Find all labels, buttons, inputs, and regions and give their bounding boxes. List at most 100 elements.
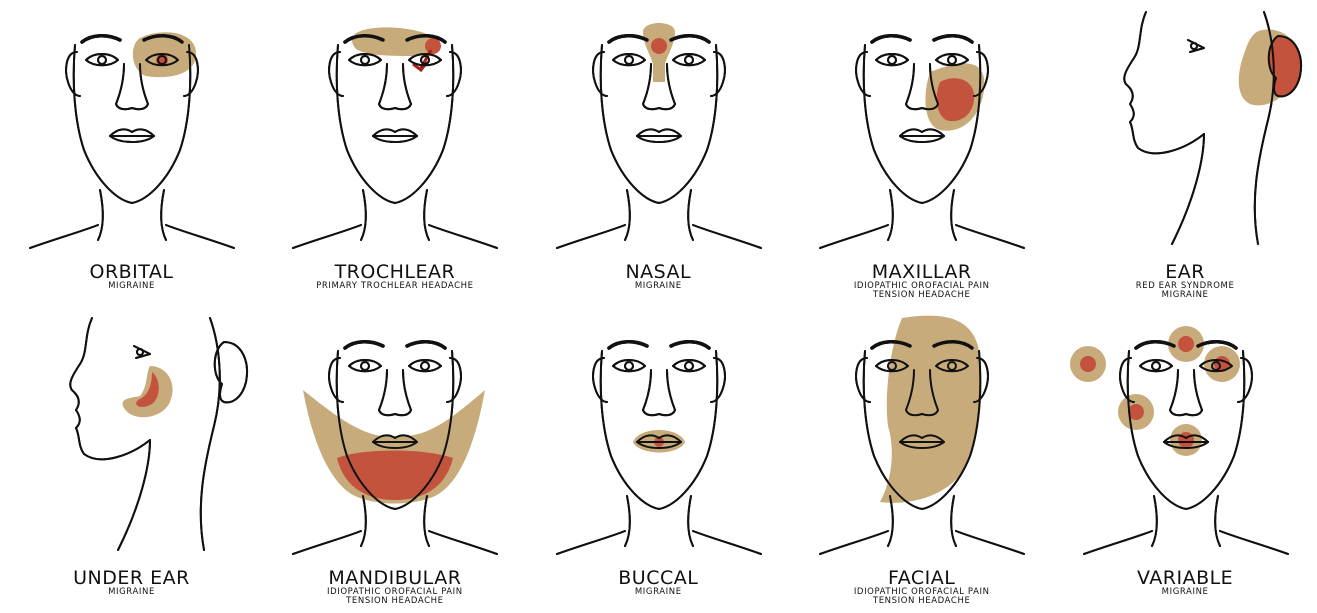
face-line [906, 64, 922, 109]
face-line [609, 342, 647, 348]
face-line [688, 190, 693, 240]
panel-title: VARIABLE [1054, 568, 1317, 588]
face-line [425, 496, 430, 546]
face-line [161, 190, 166, 240]
face-line [361, 190, 366, 240]
profile-line [70, 318, 150, 459]
face-line [116, 64, 132, 109]
face-outline [293, 36, 497, 248]
panel-caption: MANDIBULARIDIOPATHIC OROFACIAL PAINTENSI… [263, 568, 526, 606]
face-line [888, 190, 893, 240]
panel-orbital: ORBITALMIGRAINE [0, 0, 263, 306]
face-line [1084, 531, 1152, 554]
face-line [293, 225, 361, 248]
panel-subtitle: TENSION HEADACHE [790, 291, 1053, 300]
panel-subtitle: MIGRAINE [1054, 588, 1317, 597]
face-line [671, 36, 709, 42]
panel-ear: EARRED EAR SYNDROMEMIGRAINE [1054, 0, 1317, 306]
face-line [379, 64, 395, 109]
face-line [379, 370, 395, 415]
face-line [361, 56, 369, 64]
panel-subtitle: PRIMARY TROCHLEAR HEADACHE [263, 282, 526, 291]
face-line [625, 56, 633, 64]
face-line [1220, 531, 1288, 554]
face-illustration [527, 0, 790, 260]
panel-subtitle: MIGRAINE [0, 588, 263, 597]
face-line [872, 36, 910, 42]
face-illustration [263, 306, 526, 566]
profile-line [1191, 43, 1197, 49]
face-line [1215, 496, 1220, 546]
pain-focus [1178, 432, 1194, 448]
pain-focus [1080, 356, 1096, 372]
panel-title: FACIAL [790, 568, 1053, 588]
panel-subtitle: MIGRAINE [1054, 291, 1317, 300]
face-line [685, 362, 693, 370]
panel-facial: FACIALIDIOPATHIC OROFACIAL PAINTENSION H… [790, 306, 1053, 612]
face-line [421, 362, 429, 370]
panel-title: MAXILLAR [790, 262, 1053, 282]
profile-line [118, 440, 150, 550]
face-line [395, 64, 411, 109]
face-line [361, 362, 369, 370]
face-line [820, 225, 888, 248]
panel-caption: ORBITALMIGRAINE [0, 262, 263, 291]
face-line [625, 362, 633, 370]
face-line [429, 225, 497, 248]
face-line [407, 342, 445, 348]
face-line [98, 190, 103, 240]
face-line [693, 225, 761, 248]
profile-line [137, 349, 143, 355]
face-line [643, 370, 659, 415]
face-line [820, 531, 888, 554]
face-outline [557, 342, 761, 554]
panel-subtitle: MIGRAINE [527, 588, 790, 597]
face-line [166, 225, 234, 248]
panel-title: EAR [1054, 262, 1317, 282]
face-line [429, 531, 497, 554]
face-line [948, 56, 956, 64]
face-illustration [0, 306, 263, 566]
face-line [98, 56, 106, 64]
panel-mandibular: MANDIBULARIDIOPATHIC OROFACIAL PAINTENSI… [263, 306, 526, 612]
panel-caption: VARIABLEMIGRAINE [1054, 568, 1317, 597]
profile-line [70, 318, 150, 459]
face-illustration [1054, 0, 1317, 260]
face-line [337, 45, 454, 203]
profile-outline [70, 318, 247, 550]
face-line [888, 56, 896, 64]
face-line [395, 370, 411, 415]
face-outline [820, 36, 1024, 248]
face-illustration [527, 306, 790, 566]
panel-title: UNDER EAR [0, 568, 263, 588]
face-line [671, 342, 709, 348]
face-line [625, 496, 630, 546]
face-line [361, 496, 366, 546]
face-line [1152, 362, 1160, 370]
panel-subtitle: MIGRAINE [0, 282, 263, 291]
profile-outline [70, 318, 247, 550]
profile-line [1172, 134, 1204, 244]
face-line [425, 190, 430, 240]
face-line [956, 531, 1024, 554]
face-line [293, 531, 361, 554]
face-line [1186, 370, 1202, 415]
panel-title: MANDIBULAR [263, 568, 526, 588]
pain-area [123, 366, 173, 417]
panel-subtitle: TENSION HEADACHE [790, 597, 1053, 606]
profile-line [118, 440, 150, 550]
face-line [30, 225, 98, 248]
panel-subtitle: TENSION HEADACHE [263, 597, 526, 606]
face-line [685, 56, 693, 64]
face-line [625, 190, 630, 240]
